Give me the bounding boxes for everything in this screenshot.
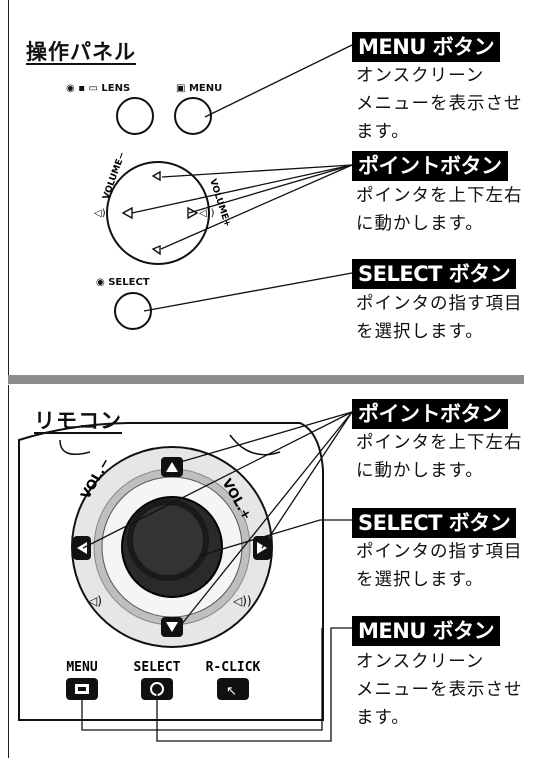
- point-down-button[interactable]: [151, 244, 161, 256]
- left-border-line: [8, 385, 9, 758]
- leader-line: [204, 44, 353, 118]
- remote-select-button-callout-label: SELECT ボタン: [352, 508, 517, 538]
- select-label: ◉ SELECT: [96, 277, 150, 288]
- speaker-plus-icon: ◁)): [199, 208, 215, 219]
- remote-select-button-description: ポインタの指す項目 を選択します。: [356, 542, 523, 590]
- point-button-callout-label: ポイントボタン: [352, 151, 508, 181]
- leader-line: [161, 164, 353, 178]
- select-button-callout-label: SELECT ボタン: [352, 259, 517, 289]
- menu-button-label: MENU: [66, 660, 97, 675]
- remote-point-button-description: ポインタを上下左右 に動かします。: [356, 433, 523, 481]
- rclick-button-label: R-CLICK: [206, 660, 261, 675]
- leader-line: [131, 164, 353, 214]
- select-icon: ◉: [96, 277, 109, 288]
- lens-icon: ◉ ▪ ▭: [66, 83, 102, 94]
- menu-button[interactable]: [174, 97, 212, 135]
- remote-title: リモコン: [34, 409, 122, 433]
- leader-line: [188, 164, 353, 214]
- remote-menu-button-callout-label: MENU ボタン: [352, 616, 501, 646]
- remote-menu-button-description: オンスクリーン メニューを表示させ ます。: [356, 652, 523, 728]
- menu-button-callout-label: MENU ボタン: [352, 32, 501, 62]
- select-button[interactable]: [114, 292, 152, 330]
- menu-label: ▣ MENU: [176, 83, 223, 94]
- volume-plus-label: VOLUME+: [207, 178, 232, 228]
- panel-title: 操作パネル: [26, 40, 136, 64]
- point-right-button[interactable]: [187, 206, 199, 220]
- menu-icon: ▣: [176, 83, 189, 94]
- leader-line: [143, 272, 353, 312]
- remote-rclick-button[interactable]: [217, 678, 249, 700]
- speaker-minus-icon: ◁): [94, 208, 106, 219]
- section-divider: [8, 375, 524, 384]
- left-border-line: [8, 0, 9, 375]
- point-button-description: ポインタを上下左右 に動かします。: [356, 186, 523, 234]
- lens-label: ◉ ▪ ▭ LENS: [66, 83, 131, 94]
- right-click-icon: ↖: [226, 684, 237, 699]
- lens-button[interactable]: [116, 97, 154, 135]
- speaker-minus-icon: ◁): [87, 594, 102, 608]
- speaker-plus-icon: ◁)): [232, 594, 252, 608]
- menu-button-description: オンスクリーン メニューを表示させ ます。: [356, 66, 523, 142]
- select-button-description: ポインタの指す項目 を選択します。: [356, 294, 523, 342]
- leader-line: [160, 164, 353, 250]
- point-up-button[interactable]: [151, 170, 161, 182]
- select-button-label: SELECT: [134, 660, 181, 675]
- remote-point-button-callout-label: ポイントボタン: [352, 399, 508, 429]
